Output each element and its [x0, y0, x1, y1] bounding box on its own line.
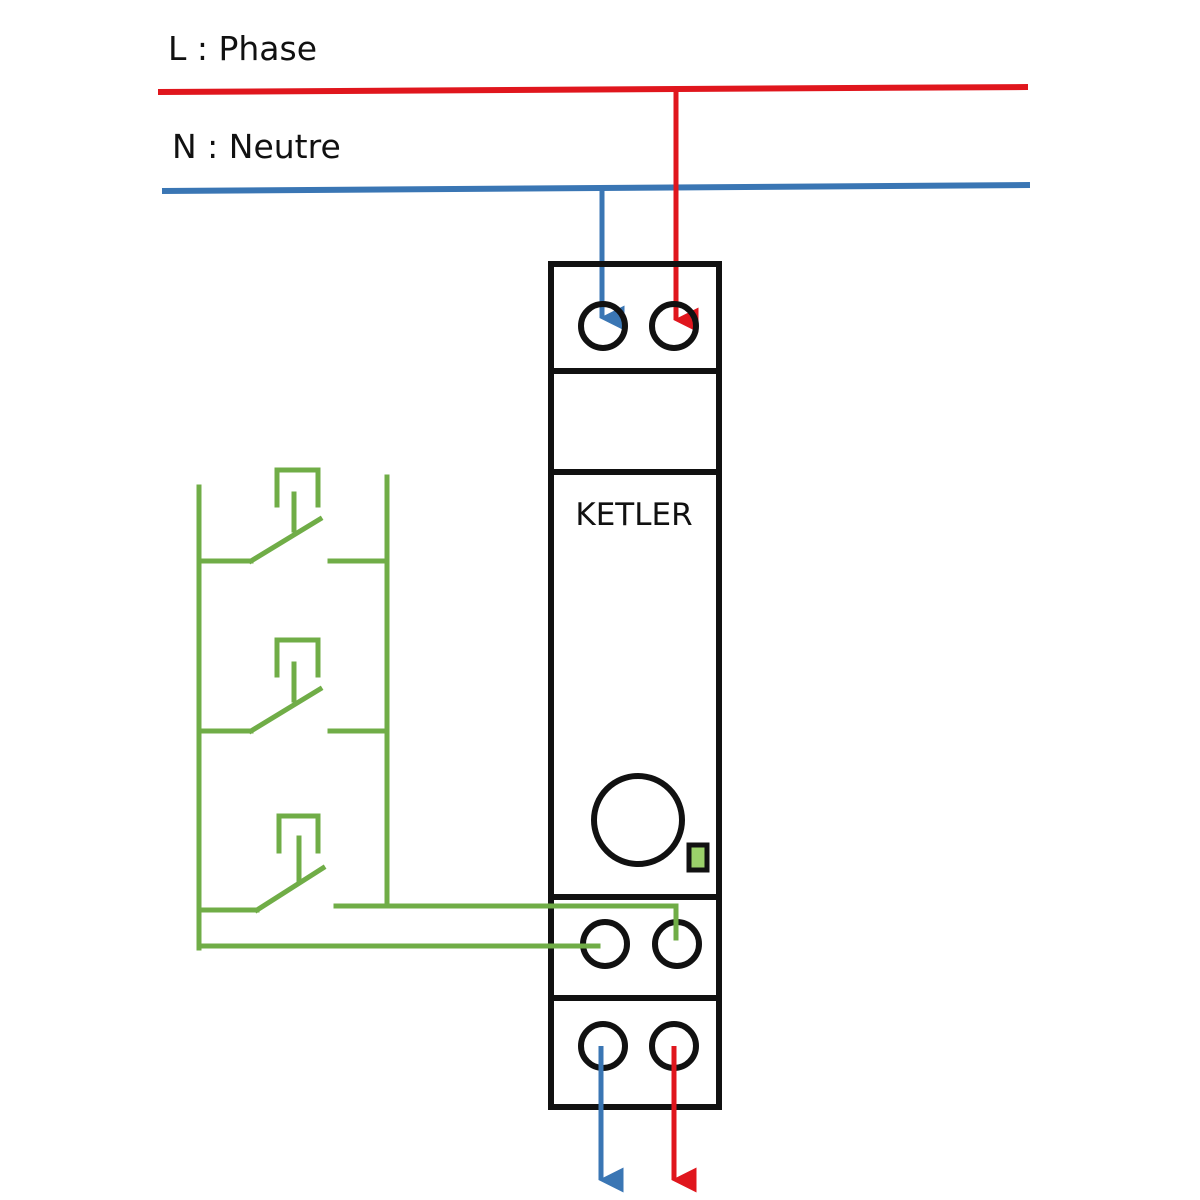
push-button-3	[196, 813, 390, 914]
push-button-2	[196, 637, 390, 735]
device-housing	[548, 261, 722, 1110]
control-wire-to-terminal-2	[384, 903, 679, 941]
control-wires	[196, 903, 679, 949]
terminal-top-neutral	[578, 301, 628, 351]
reset-button[interactable]	[591, 773, 685, 867]
neutral-line	[161, 182, 1031, 194]
phase-label: L : Phase	[168, 29, 317, 68]
terminal-top-phase	[649, 301, 699, 351]
phase-line	[157, 84, 1029, 95]
push-button-1	[196, 467, 390, 565]
ketler-relay-module: KETLER	[548, 261, 722, 1110]
brand-label: KETLER	[575, 497, 692, 533]
status-led-indicator	[686, 842, 710, 873]
neutral-label: N : Neutre	[172, 127, 341, 166]
push-button-switches	[196, 467, 390, 951]
